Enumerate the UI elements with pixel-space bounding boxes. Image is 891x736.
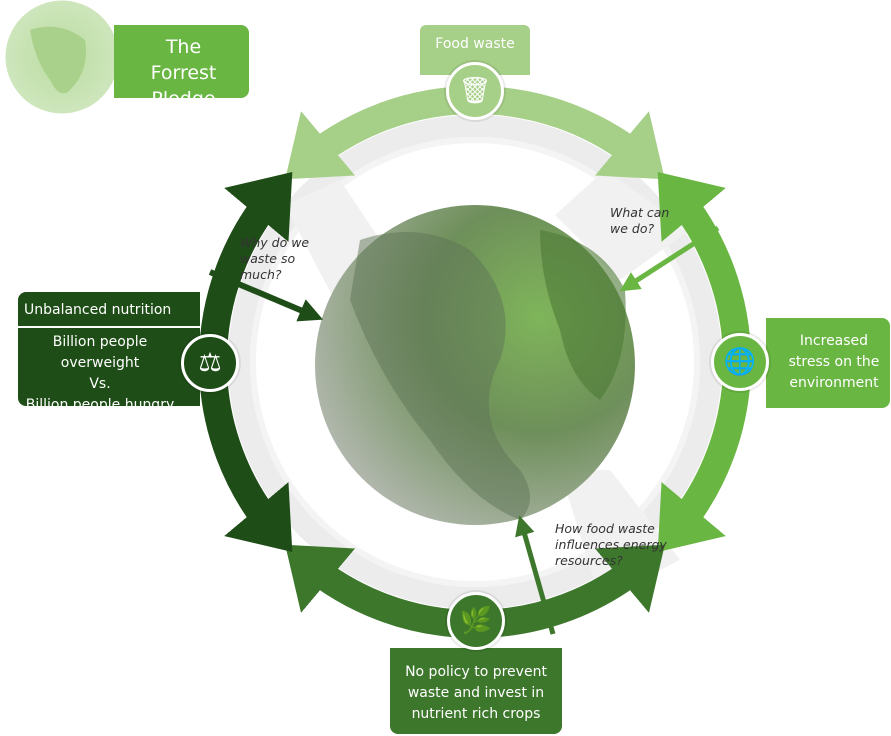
arrow-why (208, 269, 324, 322)
stage-line: Billion people overweight (52, 334, 148, 371)
stage-environment: Increased stress on the environment (766, 318, 890, 408)
logo-title: The Forrest Pledge (150, 36, 217, 110)
arrow-what (619, 225, 720, 292)
stage-unbalanced-nutrition: Unbalanced nutrition Billion people over… (18, 292, 200, 413)
logo-title-box: The Forrest Pledge (114, 25, 249, 110)
stage-line: Billion people hungry (25, 397, 175, 413)
scales-icon: ⚖ (181, 334, 239, 392)
question-what: What can we do? (610, 205, 670, 236)
stage-title: Unbalanced nutrition (18, 292, 200, 328)
question-why: Why do we waste so much? (240, 235, 310, 282)
trash-can-person-icon: 🗑 (446, 62, 504, 120)
stage-no-policy: No policy to prevent waste and invest in… (390, 648, 562, 734)
stage-label: Increased stress on the environment (788, 333, 880, 391)
stage-label: Food waste (435, 36, 515, 52)
stage-line: Vs. (89, 376, 111, 392)
arrow-how (515, 515, 556, 635)
question-how: How food waste influences energy resourc… (555, 521, 667, 568)
globe-plug-icon: 🌐 (711, 333, 769, 391)
spoke-right (555, 170, 690, 280)
stage-label: No policy to prevent waste and invest in… (405, 664, 547, 722)
no-plant-icon: 🌿 (447, 592, 505, 650)
